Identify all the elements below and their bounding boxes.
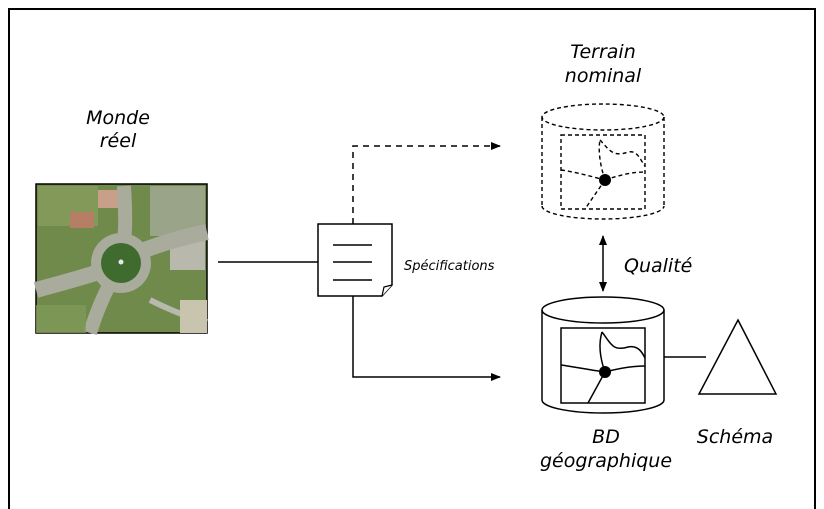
terrain-nominal-cylinder-icon <box>541 103 665 220</box>
bd-geographique-label-line1: BD <box>592 426 620 448</box>
monde-reel-label-line1: Monde <box>86 107 150 129</box>
schema-label: Schéma <box>697 426 773 448</box>
specifications-label: Spécifications <box>404 259 495 274</box>
bd-node-point <box>599 366 611 378</box>
spec-to-bd-arrow <box>352 296 501 381</box>
spec-to-terrain-dashed-arrow <box>352 142 501 224</box>
bd-geographique-label-line2: géographique <box>540 450 672 472</box>
aerial-photo-image <box>33 183 209 336</box>
bd-geographique-cylinder-icon <box>541 296 665 414</box>
terrain-nominal-label-line1: Terrain <box>570 41 636 63</box>
specification-document-icon <box>317 223 393 297</box>
terrain-nominal-label-line2: nominal <box>565 65 642 87</box>
terrain-node-point <box>599 174 611 186</box>
schema-triangle-icon <box>697 318 778 395</box>
monde-reel-label-line2: réel <box>100 130 137 152</box>
qualite-label: Qualité <box>624 255 692 277</box>
outer-frame <box>8 8 816 509</box>
